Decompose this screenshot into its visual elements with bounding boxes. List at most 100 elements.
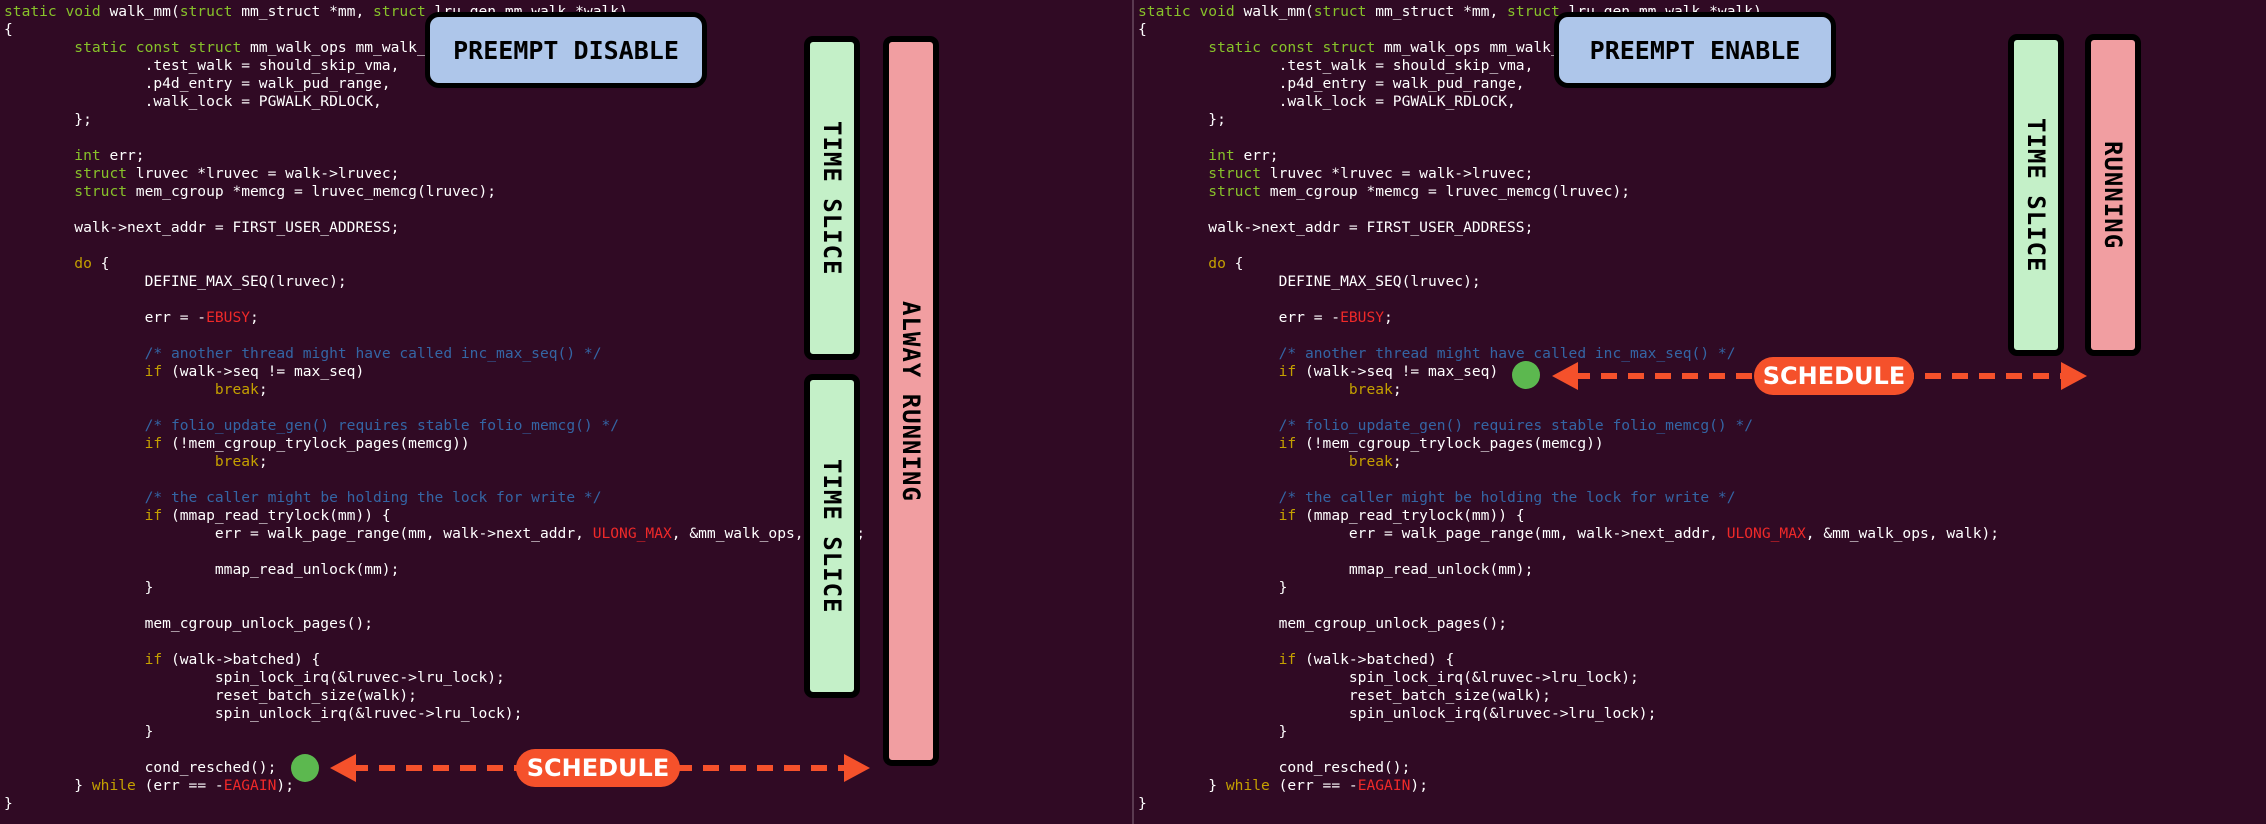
code-token: .test_walk = should_skip_vma, (1138, 57, 1534, 74)
code-token: static void (1138, 3, 1235, 20)
code-line: spin_unlock_irq(&lruvec->lru_lock); (1138, 705, 1657, 723)
code-token: lruvec *lruvec = walk->lruvec; (127, 165, 400, 182)
preempt-enable-panel: static void walk_mm(struct mm_struct *mm… (1134, 0, 2266, 824)
code-token: } (4, 723, 154, 740)
time-slice-bar-2: TIME SLICE (804, 374, 860, 698)
code-token: } (1138, 723, 1288, 740)
code-line: struct lruvec *lruvec = walk->lruvec; (1138, 165, 1533, 183)
code-line: do { (1138, 255, 1243, 273)
code-token: EBUSY (206, 309, 251, 326)
code-token: (walk->seq != max_seq) (1296, 363, 1499, 380)
schedule-label: SCHEDULE (516, 749, 680, 787)
code-token: mem_cgroup_unlock_pages(); (1138, 615, 1508, 632)
code-token: } (1138, 777, 1226, 794)
code-line: .walk_lock = PGWALK_RDLOCK, (1138, 93, 1516, 111)
code-token: if (1278, 651, 1297, 668)
code-token: .walk_lock = PGWALK_RDLOCK, (1138, 93, 1516, 110)
code-token: cond_resched(); (1138, 759, 1411, 776)
code-line: /* another thread might have called inc_… (1138, 345, 1736, 363)
code-token: EAGAIN (223, 777, 277, 794)
code-token: static const struct (1208, 39, 1376, 56)
code-line: int err; (4, 147, 145, 165)
code-line: mmap_read_unlock(mm); (1138, 561, 1534, 579)
code-line: do { (4, 255, 109, 273)
code-line: /* the caller might be holding the lock … (1138, 489, 1736, 507)
code-token: ); (1410, 777, 1428, 794)
code-token: err; (100, 147, 145, 164)
code-token: mem_cgroup_unlock_pages(); (4, 615, 374, 632)
code-token: }; (1138, 111, 1226, 128)
code-token: .test_walk = should_skip_vma, (4, 57, 400, 74)
code-token: walk->next_addr = FIRST_USER_ADDRESS; (4, 219, 400, 236)
code-token: if (144, 435, 163, 452)
code-line: .p4d_entry = walk_pud_range, (1138, 75, 1525, 93)
code-token: ; (258, 381, 268, 398)
time-slice-bar: TIME SLICE (2008, 34, 2064, 356)
code-token: (err == - (135, 777, 224, 794)
code-token: (walk->batched) { (1296, 651, 1455, 668)
code-token: } (4, 795, 13, 812)
code-line: spin_unlock_irq(&lruvec->lru_lock); (4, 705, 523, 723)
code-token: (!mem_cgroup_trylock_pages(memcg)) (162, 435, 470, 452)
code-token: .walk_lock = PGWALK_RDLOCK, (4, 93, 382, 110)
code-line: } while (err == -EAGAIN); (1138, 777, 1428, 795)
code-token: struct (179, 3, 233, 20)
code-token: (!mem_cgroup_trylock_pages(memcg)) (1296, 435, 1604, 452)
code-token: struct (1208, 183, 1262, 200)
code-token: do (1208, 255, 1226, 272)
code-line: struct mem_cgroup *memcg = lruvec_memcg(… (4, 183, 496, 201)
code-token: cond_resched(); (4, 759, 277, 776)
code-line: }; (1138, 111, 1226, 129)
code-line: mem_cgroup_unlock_pages(); (1138, 615, 1507, 633)
code-token: break (1348, 381, 1393, 398)
code-token: walk_mm( (1234, 3, 1314, 20)
code-token: if (144, 363, 163, 380)
code-line: break; (4, 381, 268, 399)
code-token: spin_unlock_irq(&lruvec->lru_lock); (1138, 705, 1657, 722)
time-slice-bar-1: TIME SLICE (804, 36, 860, 360)
code-line: } (1138, 795, 1147, 813)
code-token: err = walk_page_range(mm, walk->next_add… (1138, 525, 1727, 542)
code-line: cond_resched(); (4, 759, 277, 777)
code-line: walk->next_addr = FIRST_USER_ADDRESS; (4, 219, 399, 237)
code-token: ; (250, 309, 259, 326)
code-token: } (4, 777, 92, 794)
code-token: while (1225, 777, 1270, 794)
code-token: DEFINE_MAX_SEQ(lruvec); (1138, 273, 1481, 290)
code-token: (err == - (1269, 777, 1358, 794)
code-line: err = walk_page_range(mm, walk->next_add… (1138, 525, 1999, 543)
code-token: mmap_read_unlock(mm); (4, 561, 400, 578)
code-token: ULONG_MAX (1726, 525, 1806, 542)
code-token: (mmap_read_trylock(mm)) { (1296, 507, 1525, 524)
resched-point-dot (1512, 361, 1540, 389)
code-token: mm_struct *mm, (1366, 3, 1508, 20)
code-line: mmap_read_unlock(mm); (4, 561, 400, 579)
panel-divider (1132, 0, 1134, 824)
code-line: reset_batch_size(walk); (1138, 687, 1551, 705)
code-token: (walk->batched) { (162, 651, 321, 668)
code-token: int (74, 147, 101, 164)
code-line: err = -EBUSY; (1138, 309, 1393, 327)
code-token: { (1225, 255, 1244, 272)
code-token: if (144, 507, 163, 524)
code-token: int (1208, 147, 1235, 164)
code-line: cond_resched(); (1138, 759, 1411, 777)
code-token: } (1138, 579, 1288, 596)
code-token: struct (74, 183, 128, 200)
code-line: /* folio_update_gen() requires stable fo… (4, 417, 619, 435)
code-token: spin_lock_irq(&lruvec->lru_lock); (1138, 669, 1639, 686)
code-line: .test_walk = should_skip_vma, (1138, 57, 1534, 75)
code-line: .walk_lock = PGWALK_RDLOCK, (4, 93, 382, 111)
code-token: ; (1392, 381, 1402, 398)
code-token: struct (1313, 3, 1367, 20)
code-token: , &mm_walk_ops, walk); (1805, 525, 2000, 542)
code-token: break (214, 453, 259, 470)
code-line: } (4, 795, 13, 813)
code-token: EAGAIN (1357, 777, 1411, 794)
code-token: break (214, 381, 259, 398)
code-line: struct mem_cgroup *memcg = lruvec_memcg(… (1138, 183, 1630, 201)
code-token: spin_lock_irq(&lruvec->lru_lock); (4, 669, 505, 686)
code-line: struct lruvec *lruvec = walk->lruvec; (4, 165, 399, 183)
preempt-enable-badge: PREEMPT ENABLE (1554, 12, 1836, 88)
